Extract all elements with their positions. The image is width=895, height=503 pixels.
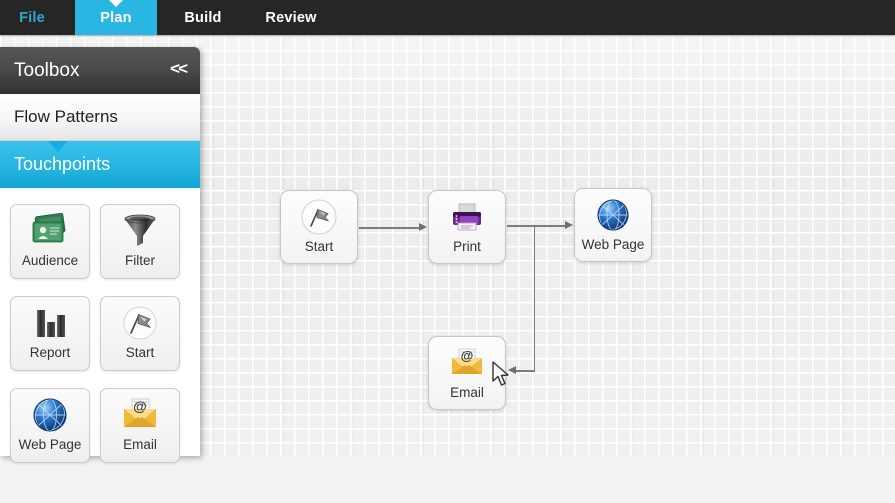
- menu-tab-file[interactable]: File: [0, 0, 64, 35]
- menu-tab-label: Build: [184, 9, 222, 26]
- toolbox-panel: Toolbox << Flow Patterns Touchpoints: [0, 47, 200, 463]
- menu-tab-label: Plan: [100, 9, 132, 26]
- chevron-double-left-icon[interactable]: <<: [170, 59, 188, 78]
- globe-icon: [593, 193, 633, 237]
- menu-bar: File Plan Build Review: [0, 0, 895, 35]
- menu-tab-label: Review: [265, 9, 317, 26]
- audience-cards-icon: [27, 208, 73, 254]
- active-tab-caret-icon: [109, 0, 123, 7]
- canvas-node-print[interactable]: Print: [428, 190, 506, 264]
- palette-item-label: Filter: [125, 253, 155, 268]
- connector-print-email-v: [533, 225, 535, 371]
- section-label: Flow Patterns: [14, 107, 118, 126]
- canvas-node-webpage[interactable]: Web Page: [574, 188, 652, 262]
- canvas-node-start[interactable]: Start: [280, 190, 358, 264]
- palette-item-audience[interactable]: Audience: [10, 204, 90, 279]
- palette-item-label: Web Page: [18, 437, 82, 452]
- menu-tab-build[interactable]: Build: [165, 0, 241, 35]
- printer-icon: [447, 195, 487, 239]
- envelope-at-icon: @: [447, 341, 487, 385]
- arrow-into-webpage: [565, 220, 573, 229]
- menu-tab-review[interactable]: Review: [247, 0, 335, 35]
- flag-circle-icon: [118, 300, 162, 346]
- arrow-into-print: [419, 222, 427, 231]
- canvas-node-label: Web Page: [581, 237, 645, 252]
- toolbox-section-flow-patterns[interactable]: Flow Patterns: [0, 94, 200, 141]
- toolbox-header: Toolbox <<: [0, 47, 200, 94]
- connector-print-email-h1: [507, 225, 535, 227]
- toolbox-palette: Audience: [0, 195, 200, 503]
- mouse-pointer-icon: [492, 361, 512, 393]
- palette-item-start[interactable]: Start: [100, 296, 180, 371]
- section-expanded-caret-icon: [48, 141, 68, 152]
- menu-tab-plan[interactable]: Plan: [75, 0, 157, 35]
- funnel-icon: [118, 208, 162, 254]
- bar-chart-icon: [28, 300, 72, 346]
- svg-text:@: @: [133, 398, 147, 414]
- canvas-node-label: Start: [304, 239, 334, 254]
- connector-print-email-h2: [516, 370, 535, 372]
- palette-item-email[interactable]: @ Email: [100, 388, 180, 463]
- canvas-node-label: Email: [450, 385, 484, 400]
- menu-tab-label: File: [19, 9, 45, 26]
- palette-item-web-page[interactable]: Web Page: [10, 388, 90, 463]
- palette-item-label: Start: [125, 345, 155, 360]
- globe-icon: [28, 392, 72, 438]
- palette-item-filter[interactable]: Filter: [100, 204, 180, 279]
- toolbox-section-touchpoints[interactable]: Touchpoints: [0, 141, 200, 188]
- canvas-node-label: Print: [453, 239, 481, 254]
- flag-circle-icon: [299, 195, 339, 239]
- palette-item-report[interactable]: Report: [10, 296, 90, 371]
- svg-text:@: @: [461, 348, 474, 363]
- connector-start-print: [359, 227, 419, 229]
- palette-item-label: Audience: [21, 253, 79, 268]
- toolbox-title: Toolbox: [14, 59, 80, 81]
- palette-item-label: Email: [123, 437, 157, 452]
- envelope-at-icon: @: [118, 392, 162, 438]
- section-label: Touchpoints: [14, 154, 111, 174]
- palette-item-label: Report: [29, 345, 71, 360]
